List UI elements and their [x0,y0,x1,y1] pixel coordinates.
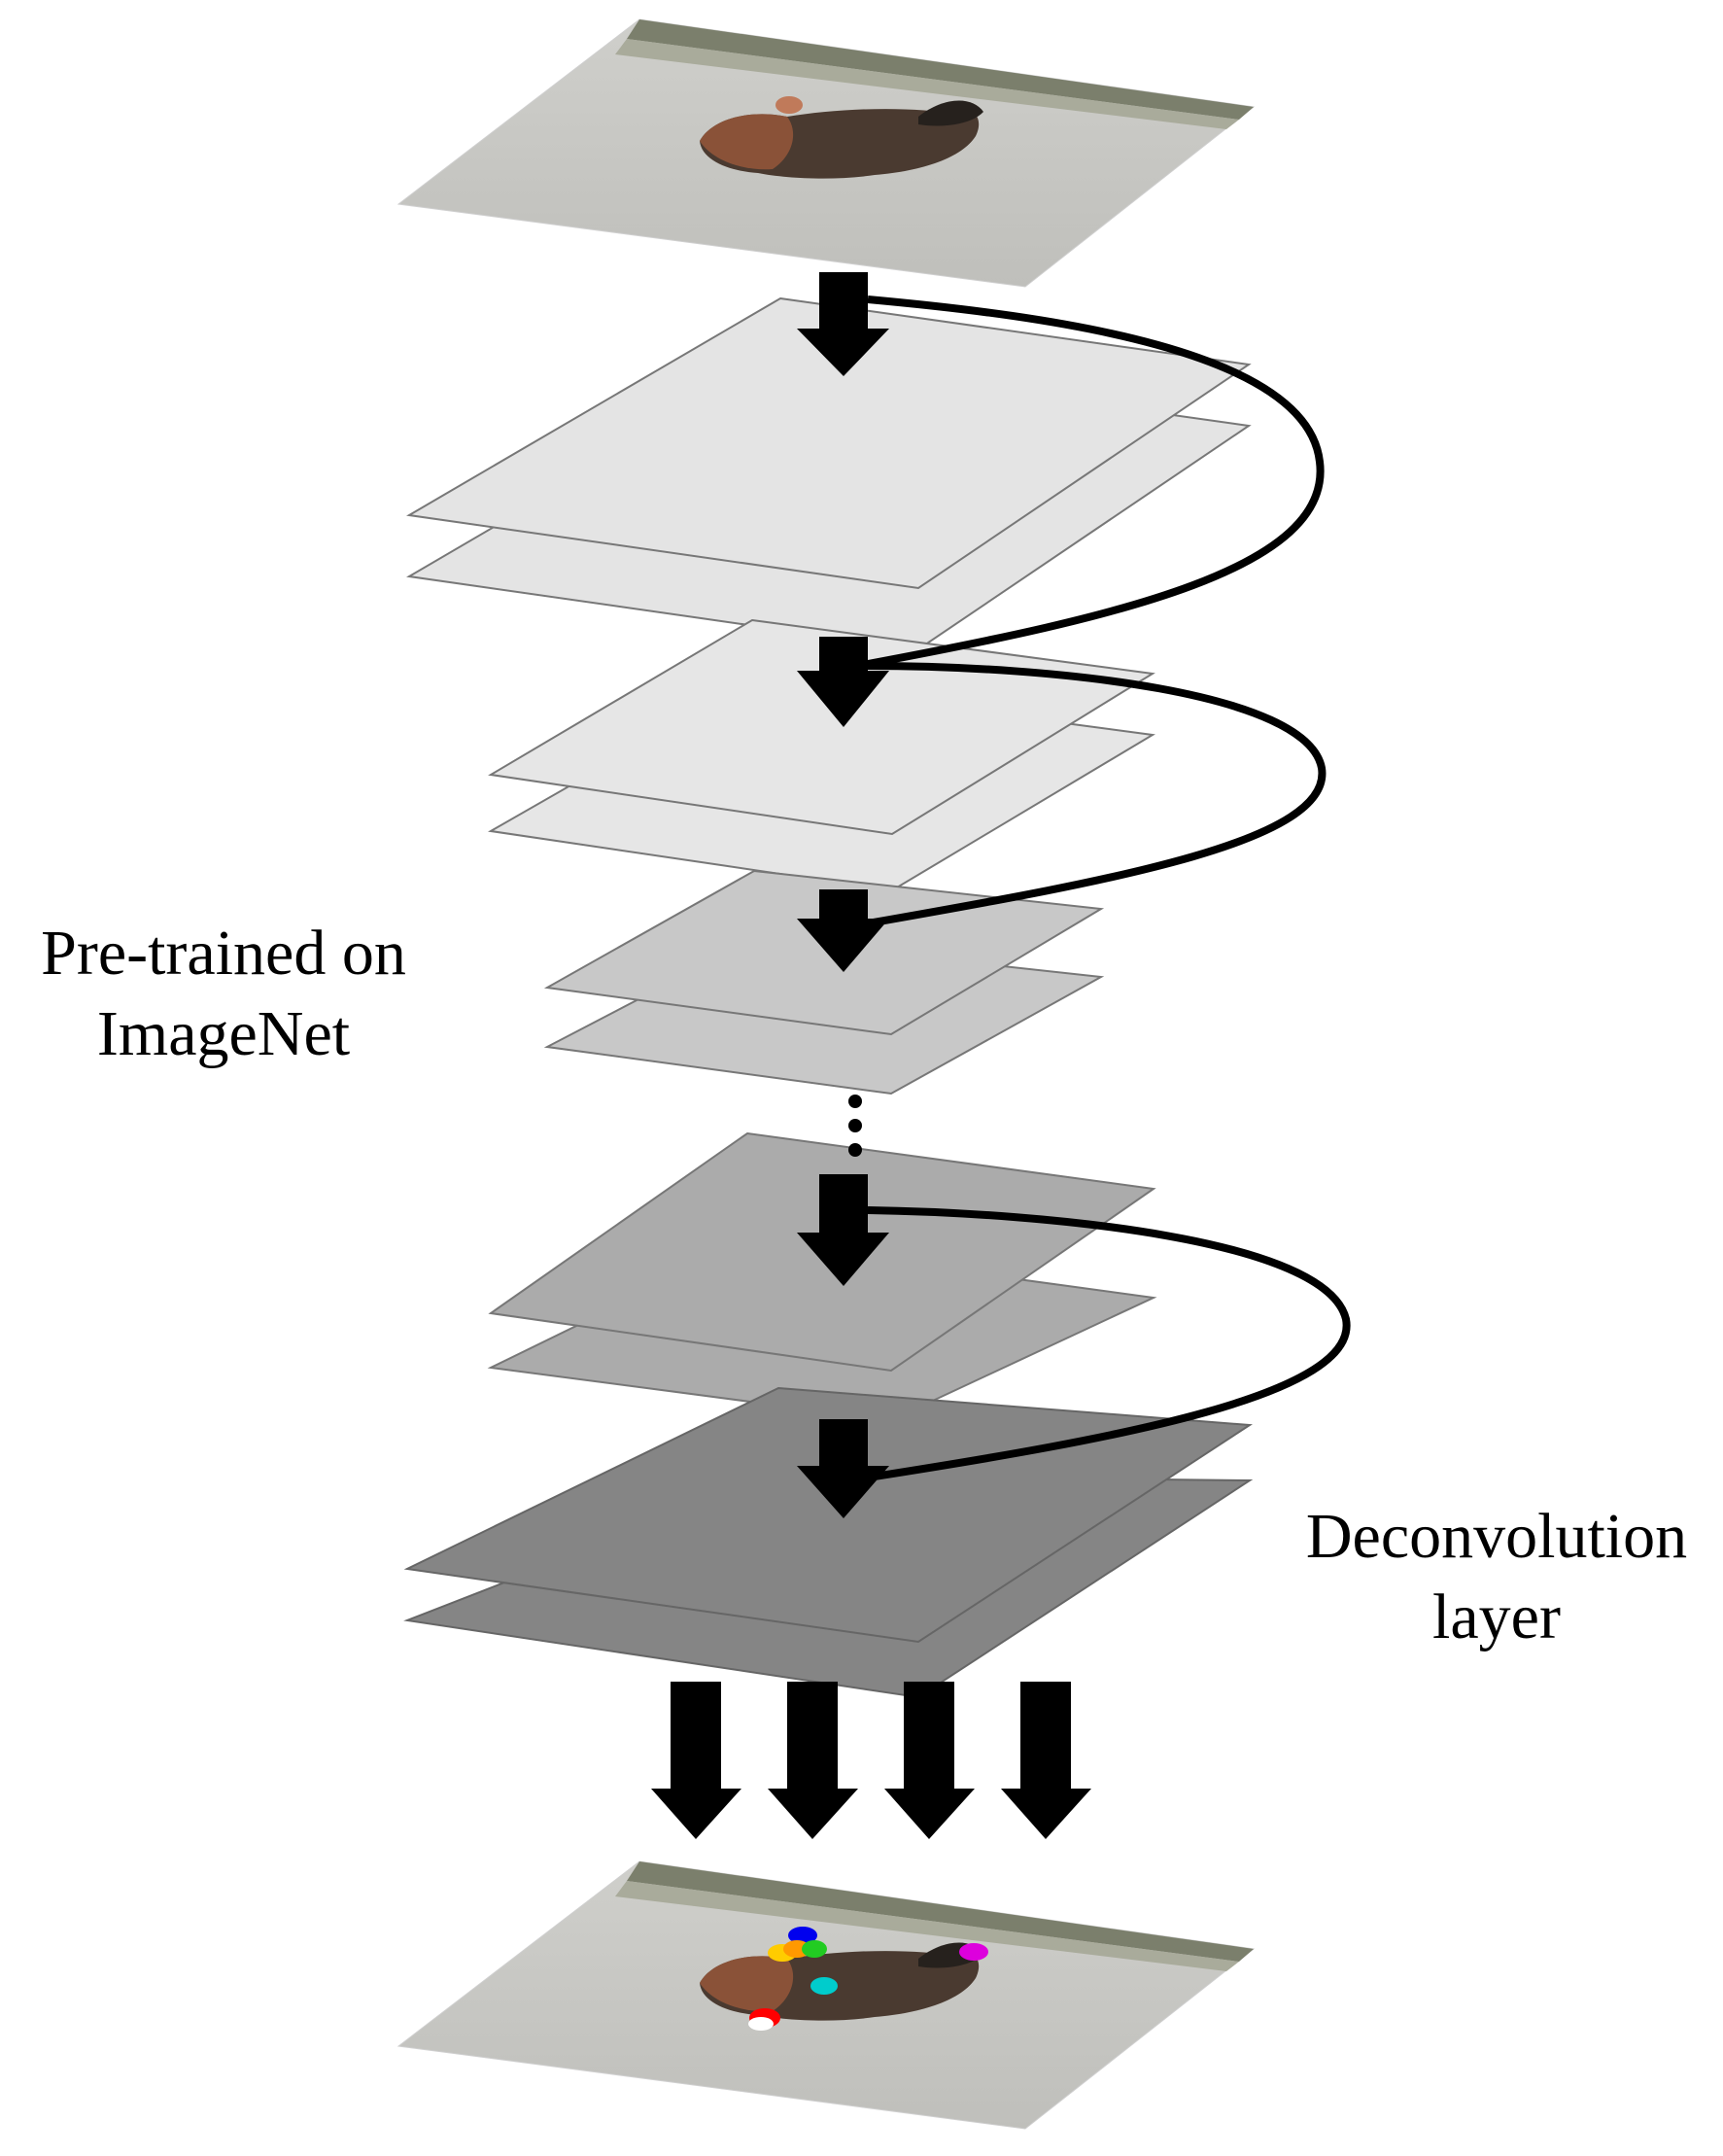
down-arrow-icon [797,272,889,376]
down-arrow-icon [797,1419,889,1518]
down-arrow-icon [1001,1682,1091,1839]
down-arrow-icon [797,1174,889,1286]
keypoint-marker [802,1940,827,1958]
down-arrow-icon [797,889,889,972]
skip-connection-curve [867,662,1327,927]
pretrained-label-line2: ImageNet [97,998,350,1069]
layer-plane [488,618,1155,836]
input-image [396,18,1256,288]
down-arrow-icon [768,1682,858,1839]
layer-plane [406,296,1252,590]
skip-connection-curve [867,1206,1351,1481]
skip-connections [867,296,1351,1481]
chicken-photo-icon [700,96,983,179]
output-image [396,1860,1256,2130]
down-arrow-icon [651,1682,741,1839]
deconvolution-label-line2: layer [1432,1582,1561,1652]
chicken-keypoints-photo-icon [700,1927,988,2031]
flow-arrows [797,272,889,1518]
ellipsis-dots [848,1095,862,1157]
output-arrows [651,1682,1091,1839]
keypoint-marker [810,1977,838,1995]
down-arrow-icon [797,637,889,727]
layer-plane [543,869,1105,1036]
keypoint-marker [788,1927,817,1944]
deconvolution-label-line1: Deconvolution [1306,1501,1687,1572]
pretrained-label-line1: Pre-trained on [41,918,406,989]
down-arrow-icon [884,1682,975,1839]
layer-group-3 [543,869,1105,1095]
keypoint-marker [959,1943,988,1961]
skip-connection-curve [867,296,1325,668]
keypoint-marker [748,2017,774,2031]
